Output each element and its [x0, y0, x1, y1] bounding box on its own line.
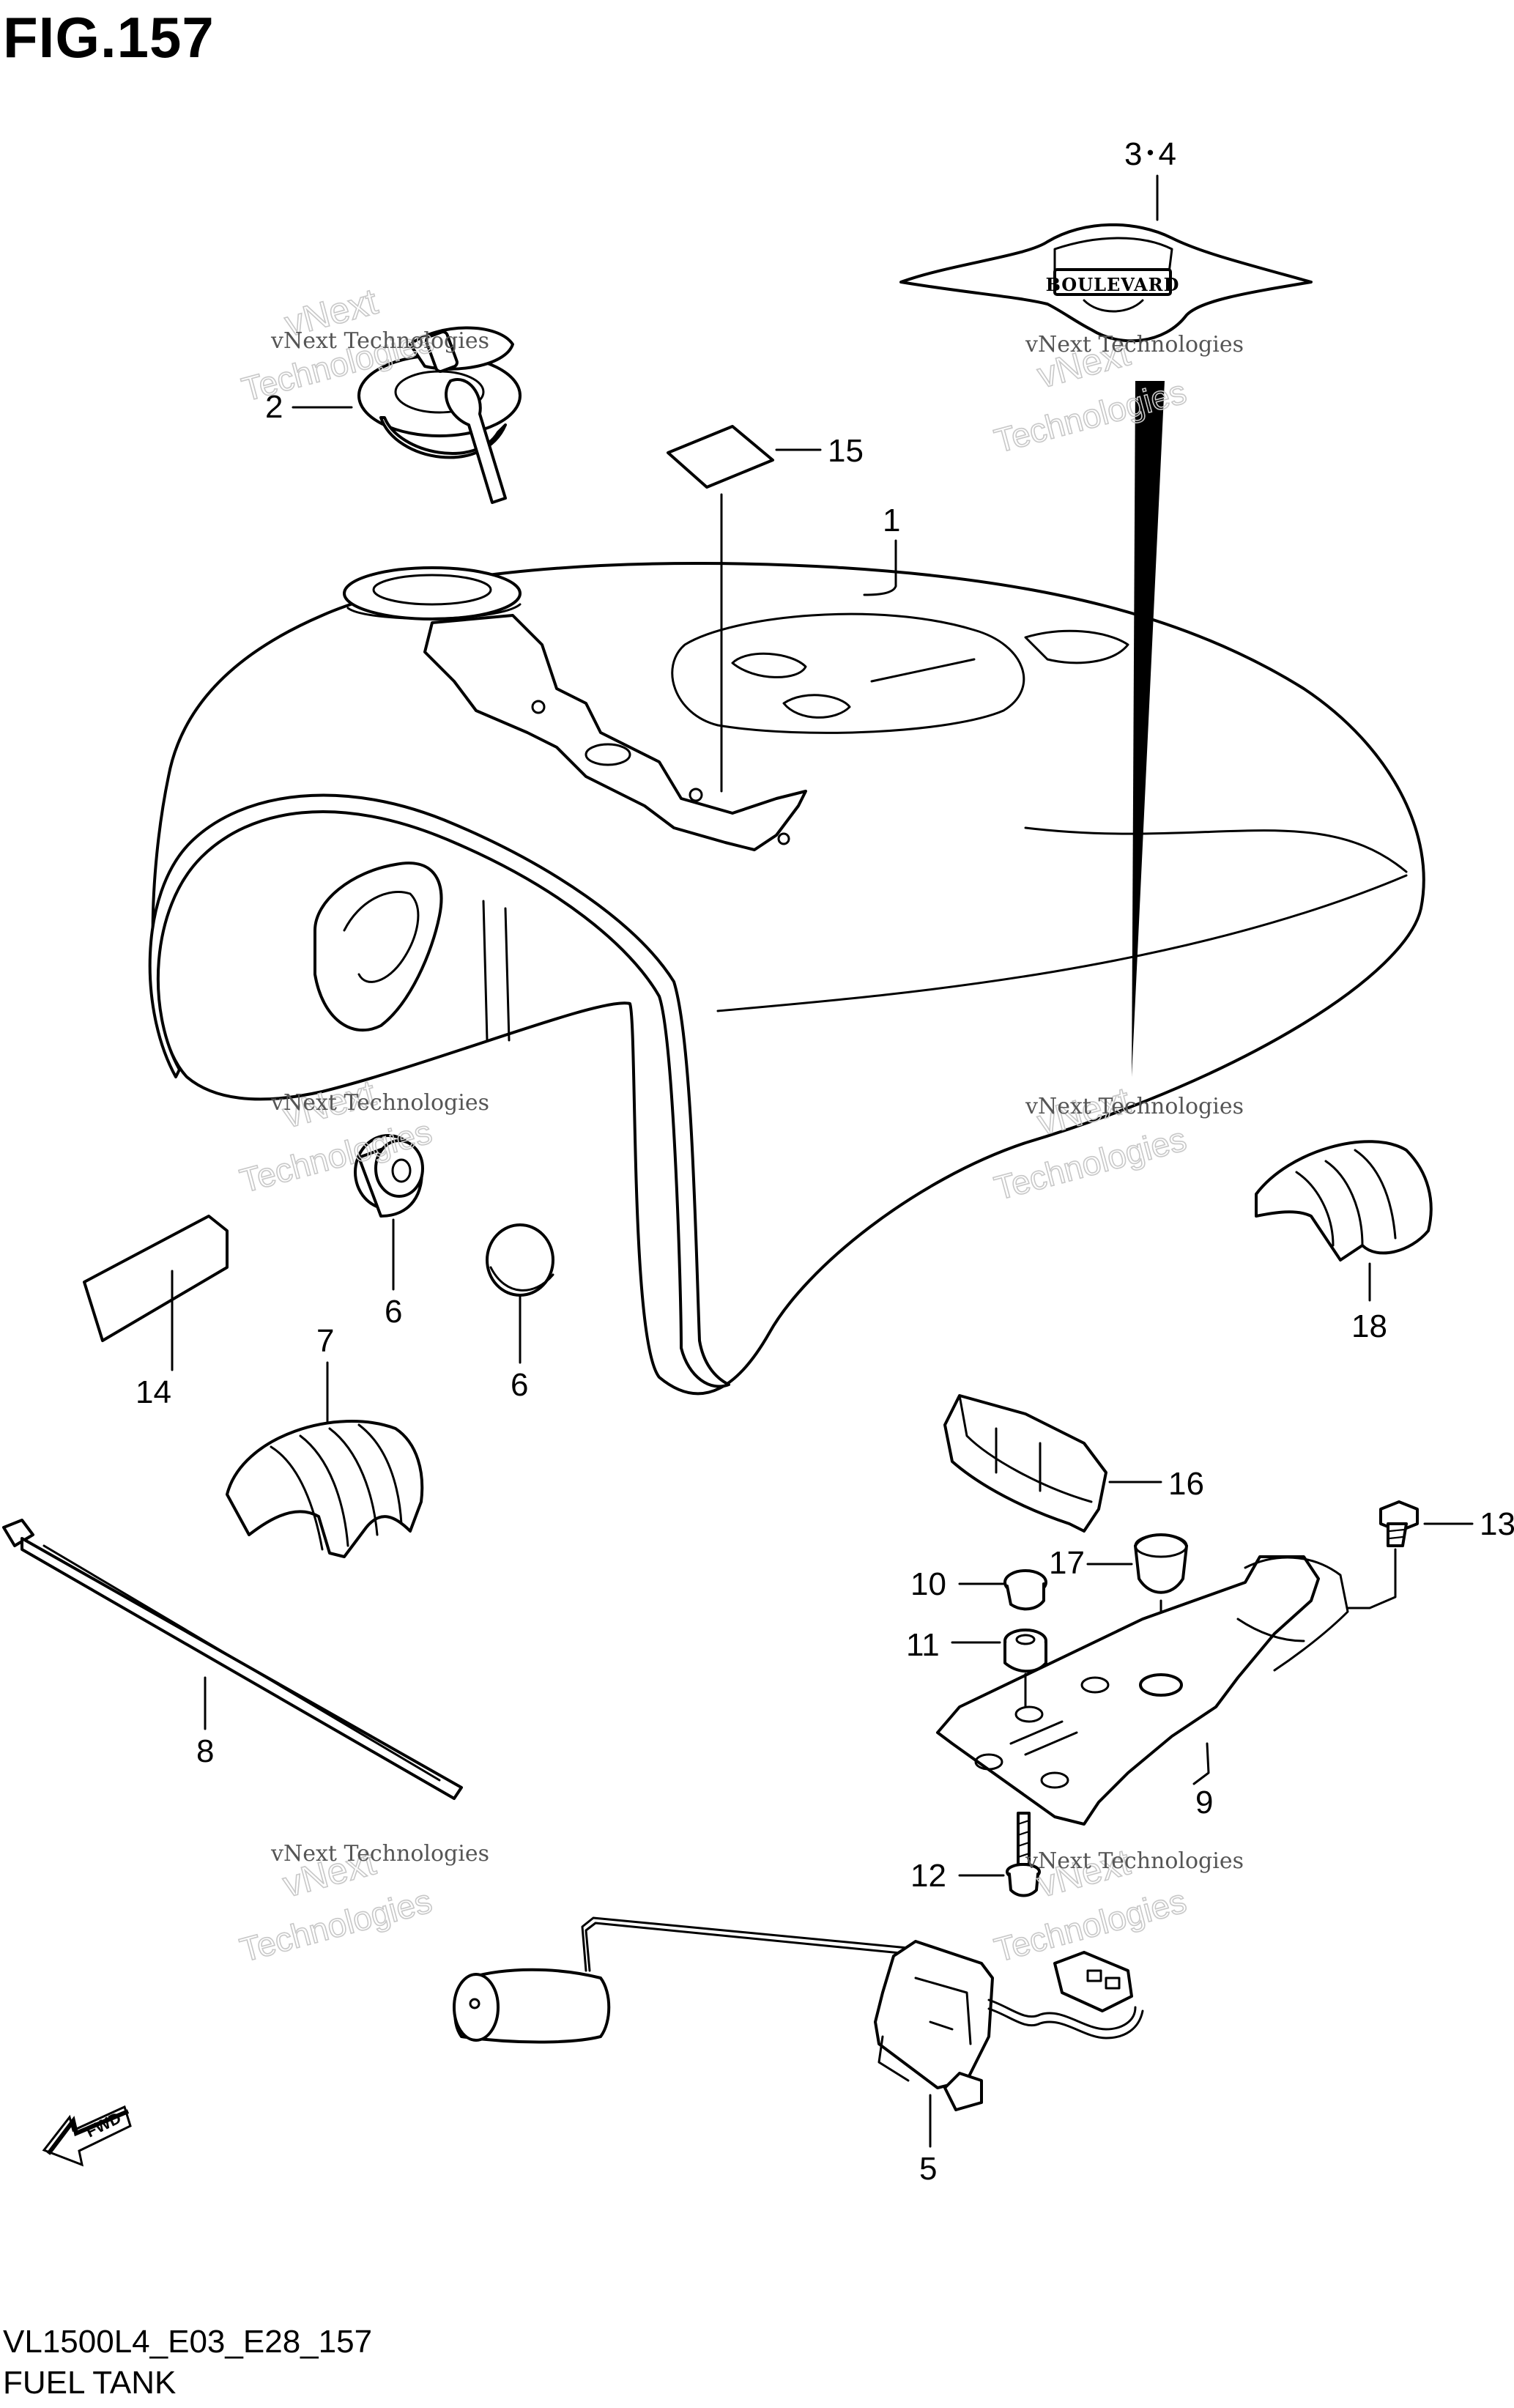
- cable-tie-8[interactable]: [2, 1519, 463, 1800]
- fuel-cap[interactable]: [357, 326, 522, 504]
- watermark-2-text: vNext Technologies: [1025, 332, 1244, 358]
- callout-5: 5: [919, 2151, 937, 2187]
- cushion-18[interactable]: [1255, 1140, 1433, 1262]
- callout-labels: 1 2 3･4 5 6 6 7 8 9 10 11 12 13 14 15 16…: [136, 136, 1514, 2187]
- callout-2: 2: [265, 389, 283, 425]
- diagram-code: VL1500L4_E03_E28_157: [3, 2324, 373, 2360]
- callout-6a: 6: [385, 1294, 402, 1330]
- figure-title: FIG.157: [3, 5, 215, 70]
- bracket-9[interactable]: [936, 1555, 1349, 1826]
- grommet-10[interactable]: [1003, 1569, 1047, 1611]
- callout-10: 10: [910, 1566, 946, 1602]
- callout-12: 12: [910, 1858, 946, 1894]
- callout-14: 14: [136, 1374, 171, 1410]
- cushion-7[interactable]: [226, 1420, 424, 1558]
- callout-3-4: 3･4: [1124, 136, 1176, 172]
- leader-lines: [171, 174, 1474, 2148]
- damper-6a[interactable]: [354, 1134, 424, 1218]
- bolt-12[interactable]: [1006, 1812, 1041, 1897]
- watermark-6-text: vNext Technologies: [1025, 1848, 1244, 1874]
- label-14[interactable]: [83, 1215, 229, 1342]
- svg-text:Technologies: Technologies: [236, 1881, 436, 1969]
- diagram-name: FUEL TANK: [3, 2365, 177, 2401]
- bolt-13[interactable]: [1346, 1500, 1419, 1609]
- watermark-3-text: vNext Technologies: [270, 1090, 489, 1116]
- callout-8: 8: [196, 1733, 214, 1769]
- watermark-5-text: vNext Technologies: [270, 1841, 489, 1867]
- callout-16: 16: [1168, 1466, 1204, 1502]
- callout-11: 11: [906, 1627, 940, 1663]
- callout-15: 15: [828, 433, 864, 469]
- damper-6b[interactable]: [486, 1223, 554, 1297]
- label-15[interactable]: [667, 425, 774, 793]
- watermark-4-text: vNext Technologies: [1025, 1094, 1244, 1119]
- callout-17: 17: [1049, 1545, 1085, 1581]
- cushion-16[interactable]: [943, 1394, 1107, 1533]
- callout-18: 18: [1351, 1308, 1387, 1344]
- boulevard-emblem[interactable]: BOULEVARD: [899, 223, 1313, 1077]
- collar-11[interactable]: [1003, 1629, 1047, 1708]
- callout-7: 7: [316, 1323, 334, 1359]
- fuel-tank[interactable]: [148, 561, 1425, 1396]
- callout-6b: 6: [511, 1367, 528, 1403]
- fuel-level-gauge-5[interactable]: [453, 1916, 1144, 2111]
- callout-9: 9: [1195, 1785, 1213, 1820]
- watermark-1-text: vNext Technologies: [270, 328, 489, 354]
- callout-1: 1: [883, 503, 900, 538]
- emblem-text: BOULEVARD: [1046, 274, 1180, 295]
- callout-13: 13: [1480, 1506, 1514, 1542]
- forward-arrow-icon: FWD: [42, 2105, 132, 2167]
